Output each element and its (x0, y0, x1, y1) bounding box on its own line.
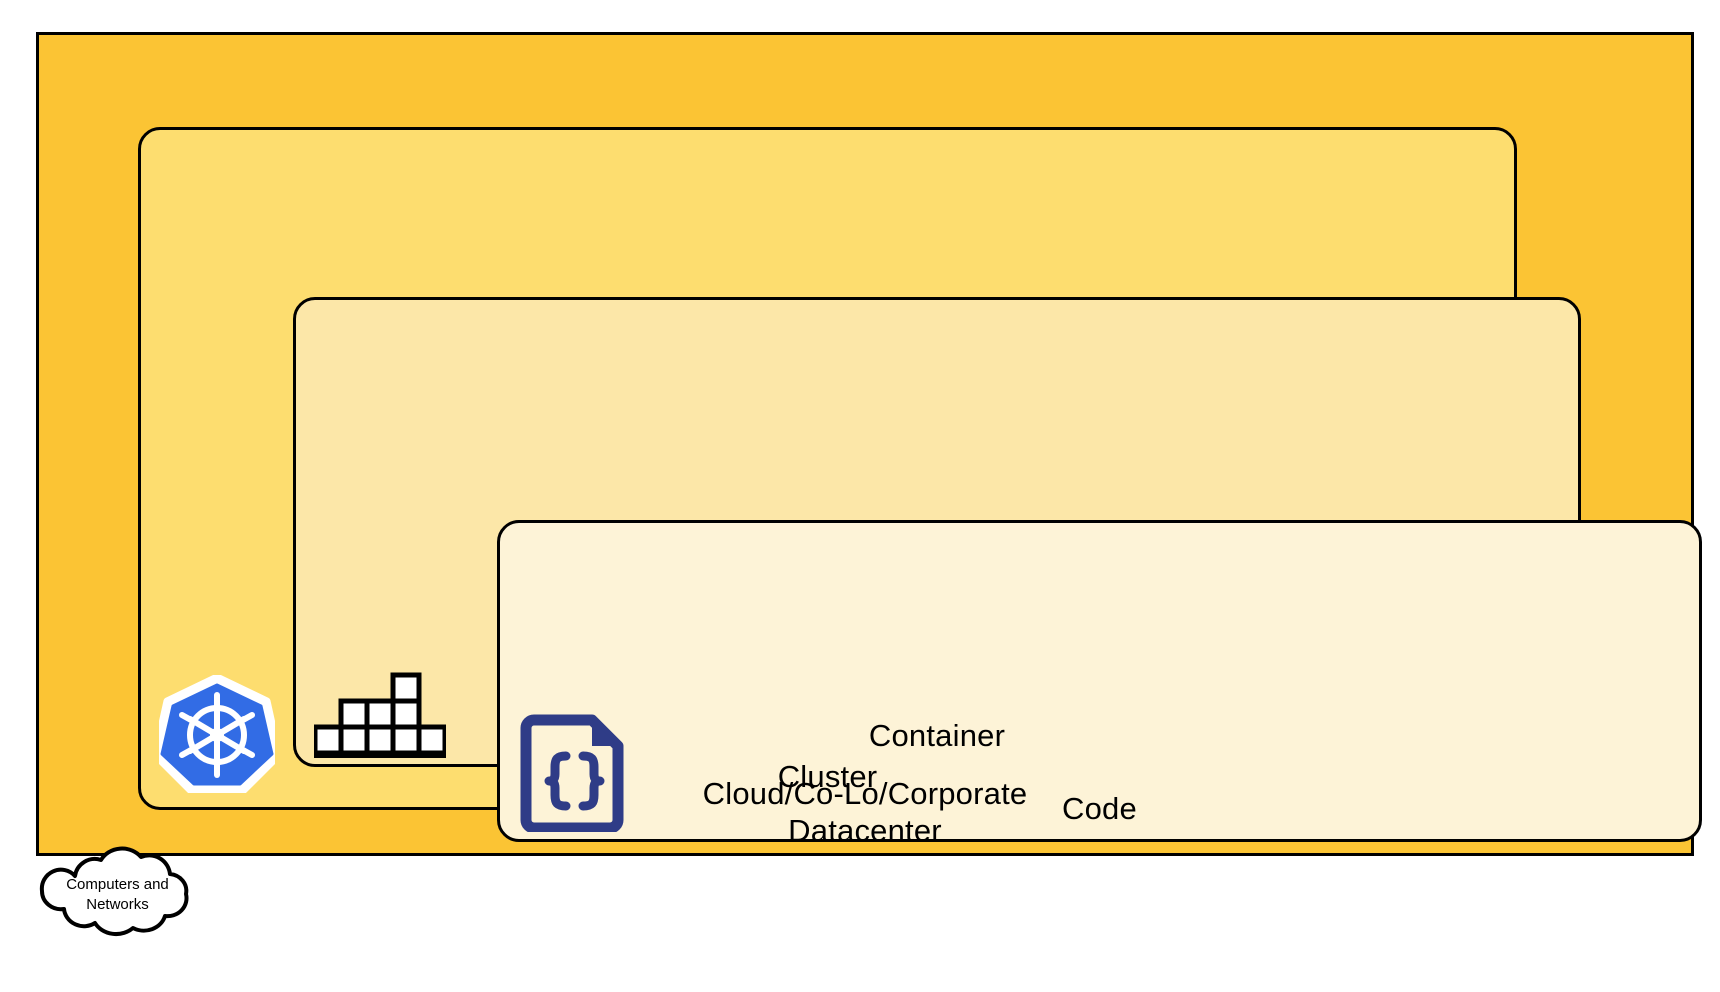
cloud-shape-icon (39, 846, 189, 937)
layer-code-label: Code (1062, 791, 1137, 826)
computers-and-networks-cloud[interactable]: Computers and Networks (35, 844, 200, 946)
layer-cluster[interactable]: Code (138, 127, 1702, 842)
layer-cluster-label: Cluster (777, 759, 878, 794)
kubernetes-wheel-icon (159, 675, 275, 793)
layer-datacenter-label: Cloud/Co-Lo/Corporate Datacenter (702, 776, 1028, 848)
layer-container[interactable]: Code (293, 297, 1702, 842)
container-blocks-icon (314, 672, 446, 758)
layer-container-label: Container (868, 718, 1006, 753)
layer-code[interactable]: Code (497, 520, 1702, 842)
layer-datacenter[interactable]: Code (36, 32, 1702, 856)
code-braces-document-icon (520, 714, 624, 832)
